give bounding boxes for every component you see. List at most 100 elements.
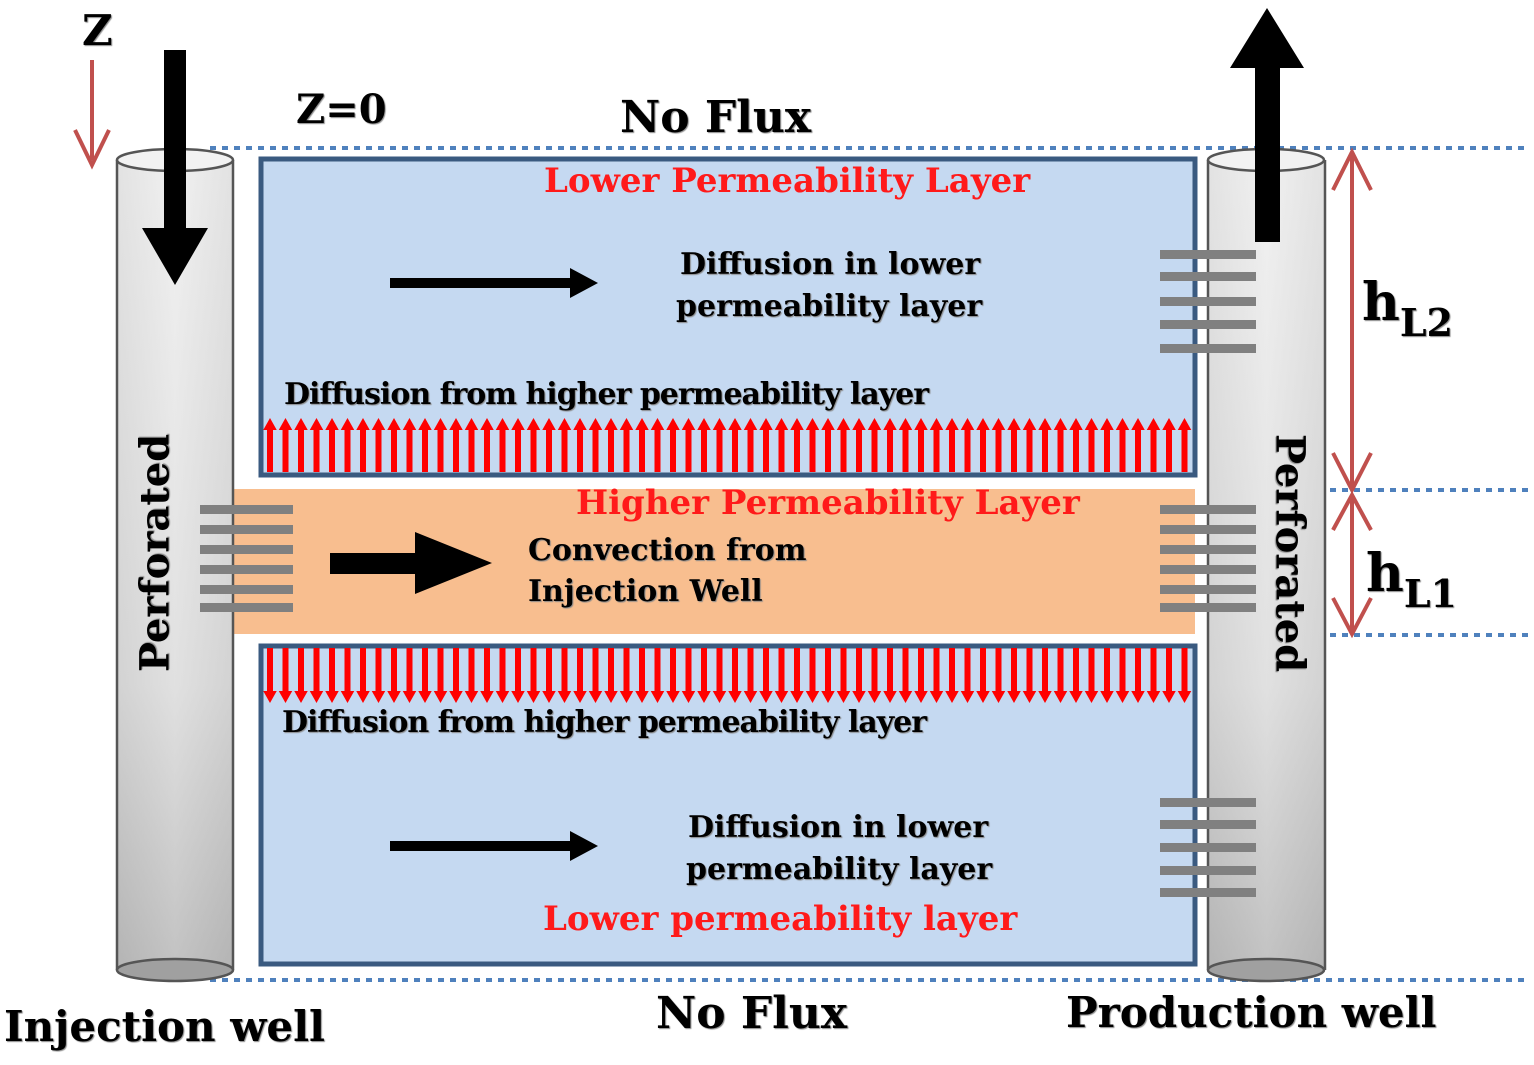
diffusion-arrow-down-37 xyxy=(836,648,851,703)
diffusion-arrows-down xyxy=(263,648,1192,703)
diffusion-arrow-down-49 xyxy=(1022,648,1037,703)
diffusion-arrow-up-33 xyxy=(774,418,789,472)
diffusion-arrow-down-36 xyxy=(821,648,835,703)
diffusion-arrow-down-15 xyxy=(495,648,510,703)
diffusion-arrow-up-14 xyxy=(480,418,494,472)
diffusion-arrow-up-6 xyxy=(356,418,370,472)
diffusion-arrow-up-34 xyxy=(790,418,804,472)
perforated-right-label: Perforated xyxy=(1266,433,1314,673)
diffusion-arrow-down-42 xyxy=(914,648,928,703)
diffusion-arrow-down-19 xyxy=(557,648,572,703)
diffusion-arrow-down-27 xyxy=(681,648,696,703)
lower-layer-bottom-title: Lower permeability layer xyxy=(543,899,1018,939)
diffusion-arrow-up-51 xyxy=(1053,418,1068,472)
diffusion-from-higher-top-label: Diffusion from higher permeability layer xyxy=(284,377,929,412)
diffusion-arrow-up-12 xyxy=(449,418,463,472)
diffusion-arrow-up-49 xyxy=(1022,418,1037,472)
diffusion-arrow-up-57 xyxy=(1146,418,1161,472)
diffusion-arrow-down-35 xyxy=(805,648,820,703)
diffusion-arrow-down-12 xyxy=(449,648,463,703)
diffusion-arrow-down-14 xyxy=(480,648,494,703)
upper-lower-permeability-layer xyxy=(258,156,1198,478)
diffusion-arrow-up-27 xyxy=(681,418,696,472)
diffusion-arrow-up-24 xyxy=(635,418,649,472)
diffusion-arrow-down-56 xyxy=(1131,648,1145,703)
diffusion-arrow-up-8 xyxy=(387,418,401,472)
hl2-label: hL2 xyxy=(1362,272,1453,345)
diffusion-arrow-down-54 xyxy=(1100,648,1114,703)
diffusion-arrow-up-45 xyxy=(960,418,975,472)
diffusion-arrow-up-50 xyxy=(1038,418,1052,472)
production-flow-arrow-icon xyxy=(1230,8,1304,242)
no-flux-bottom-label: No Flux xyxy=(656,988,848,1039)
boundary-lines xyxy=(210,146,1530,982)
diffusion-arrow-down-5 xyxy=(340,648,355,703)
hl1-subscript: L1 xyxy=(1403,571,1457,616)
diffusion-arrow-down-2 xyxy=(294,648,308,703)
diffusion-arrow-up-4 xyxy=(325,418,339,472)
diffusion-arrow-up-56 xyxy=(1131,418,1145,472)
diffusion-arrow-up-20 xyxy=(573,418,587,472)
diffusion-arrow-down-48 xyxy=(1007,648,1021,703)
perforated-left-label: Perforated xyxy=(131,433,179,673)
diffusion-arrow-down-32 xyxy=(759,648,773,703)
z-axis-label: Z xyxy=(82,6,113,55)
diffusion-arrow-down-13 xyxy=(464,648,479,703)
diffusion-arrow-down-53 xyxy=(1084,648,1099,703)
injection-flow-arrow-icon xyxy=(142,50,208,285)
diffusion-arrow-up-0 xyxy=(263,418,277,472)
higher-layer-title: Higher Permeability Layer xyxy=(576,483,1080,523)
convection-line1: Convection from xyxy=(528,533,807,568)
diffusion-lower-top-line1: Diffusion in lower xyxy=(680,247,981,282)
diffusion-arrow-down-52 xyxy=(1069,648,1083,703)
diffusion-arrow-down-33 xyxy=(774,648,789,703)
diffusion-arrow-down-20 xyxy=(573,648,587,703)
production-well-label: Production well xyxy=(1066,988,1437,1037)
diffusion-arrow-down-58 xyxy=(1162,648,1176,703)
diffusion-arrow-up-37 xyxy=(836,418,851,472)
convection-arrow-icon xyxy=(330,532,492,594)
diffusion-arrow-down-57 xyxy=(1146,648,1161,703)
diffusion-arrow-up-42 xyxy=(914,418,928,472)
diffusion-lower-bottom-line2: permeability layer xyxy=(686,852,993,887)
diffusion-arrow-up-58 xyxy=(1162,418,1176,472)
diffusion-arrow-down-50 xyxy=(1038,648,1052,703)
dimension-arrows xyxy=(1331,147,1373,639)
diffusion-arrow-up-17 xyxy=(526,418,541,472)
diffusion-arrow-up-11 xyxy=(433,418,448,472)
diffusion-arrow-down-6 xyxy=(356,648,370,703)
diffusion-arrow-up-28 xyxy=(697,418,711,472)
horizontal-flow-arrows xyxy=(330,268,598,861)
diffusion-arrow-down-55 xyxy=(1115,648,1130,703)
diffusion-arrow-down-44 xyxy=(945,648,959,703)
diffusion-from-higher-bottom-label: Diffusion from higher permeability layer xyxy=(282,705,927,740)
diffusion-arrow-down-3 xyxy=(309,648,324,703)
diffusion-arrow-down-39 xyxy=(867,648,882,703)
diffusion-arrow-up-21 xyxy=(588,418,603,472)
diffusion-arrow-down-18 xyxy=(542,648,556,703)
diffusion-arrow-up-23 xyxy=(619,418,634,472)
diffusion-arrow-down-29 xyxy=(712,648,727,703)
diffusion-arrow-down-40 xyxy=(883,648,897,703)
diffusion-lower-bottom-line1: Diffusion in lower xyxy=(688,810,989,845)
hl1-label: hL1 xyxy=(1366,543,1457,616)
diffusion-arrow-down-10 xyxy=(418,648,432,703)
diffusion-arrow-down-24 xyxy=(635,648,649,703)
diffusion-arrow-down-23 xyxy=(619,648,634,703)
diffusion-arrow-up-48 xyxy=(1007,418,1021,472)
diffusion-arrow-bottom-icon xyxy=(390,831,598,861)
injection-well-label: Injection well xyxy=(4,1002,325,1051)
diffusion-arrow-up-59 xyxy=(1177,418,1192,472)
diffusion-arrow-down-43 xyxy=(929,648,944,703)
diffusion-arrow-up-25 xyxy=(650,418,665,472)
diffusion-arrow-down-34 xyxy=(790,648,804,703)
diffusion-arrow-up-41 xyxy=(898,418,913,472)
diffusion-arrow-up-44 xyxy=(945,418,959,472)
hl2-subscript: L2 xyxy=(1399,300,1453,345)
diffusion-arrow-down-45 xyxy=(960,648,975,703)
no-flux-top-label: No Flux xyxy=(620,92,812,143)
lower-layer-top-title: Lower Permeability Layer xyxy=(544,161,1031,201)
diffusion-arrow-down-0 xyxy=(263,648,277,703)
diffusion-arrow-up-18 xyxy=(542,418,556,472)
diffusion-arrow-down-26 xyxy=(666,648,680,703)
